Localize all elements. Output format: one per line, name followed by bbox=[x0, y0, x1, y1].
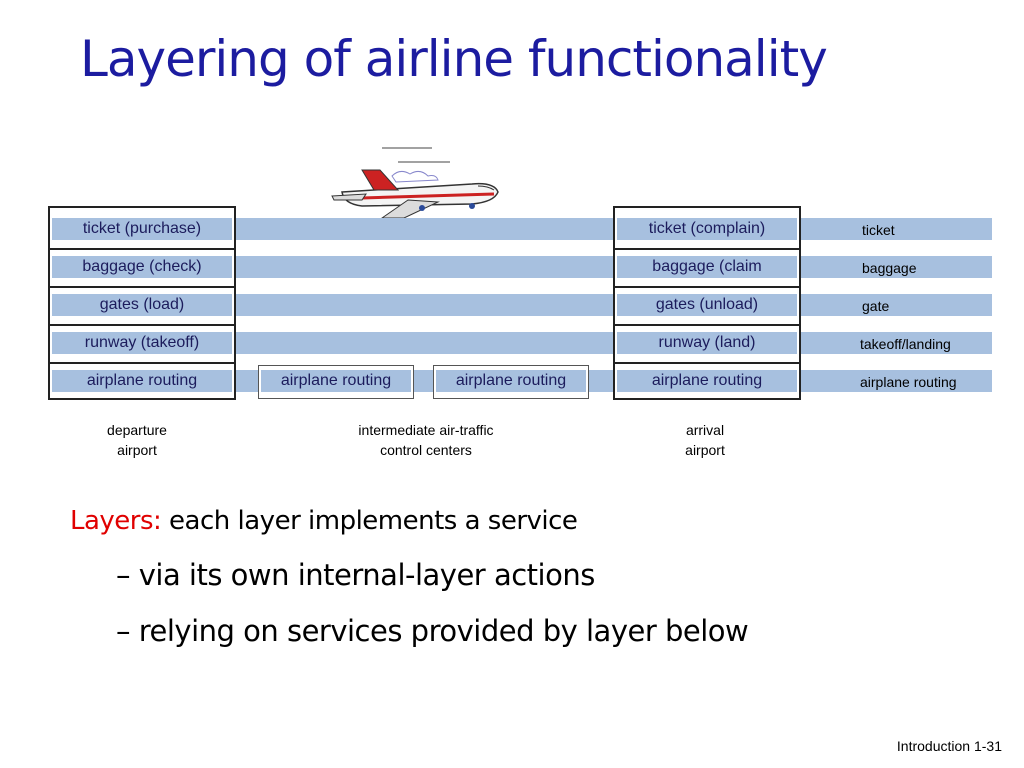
arrival-layer-ticket: ticket (complain) bbox=[617, 218, 797, 240]
stack-divider bbox=[50, 324, 234, 326]
bullet-2: – relying on services provided by layer … bbox=[116, 614, 749, 648]
stack-divider bbox=[615, 324, 799, 326]
stack-divider bbox=[50, 286, 234, 288]
arrival-airport-stack: ticket (complain) baggage (claim gates (… bbox=[613, 206, 801, 400]
departure-airport-stack: ticket (purchase) baggage (check) gates … bbox=[48, 206, 236, 400]
stack-divider bbox=[615, 286, 799, 288]
layer-label-baggage: baggage bbox=[862, 260, 917, 276]
stack-divider bbox=[50, 248, 234, 250]
layer-label-airplane-routing: airplane routing bbox=[860, 374, 957, 390]
layer-label-gate: gate bbox=[862, 298, 890, 314]
departure-layer-routing: airplane routing bbox=[52, 370, 232, 392]
departure-layer-ticket: ticket (purchase) bbox=[52, 218, 232, 240]
departure-layer-baggage: baggage (check) bbox=[52, 256, 232, 278]
departure-layer-gates: gates (load) bbox=[52, 294, 232, 316]
intermediate-routing-label: airplane routing bbox=[261, 370, 411, 392]
layers-description: each layer implements a service bbox=[161, 506, 578, 536]
slide-footer: Introduction 1-31 bbox=[896, 738, 1002, 754]
airplane-icon bbox=[331, 147, 499, 219]
departure-airport-caption: departure airport bbox=[107, 422, 167, 458]
layer-label-ticket: ticket bbox=[862, 222, 895, 238]
slide-title: Layering of airline functionality bbox=[80, 30, 828, 88]
arrival-layer-runway: runway (land) bbox=[617, 332, 797, 354]
arrival-layer-routing: airplane routing bbox=[617, 370, 797, 392]
bullet-1: – via its own internal-layer actions bbox=[116, 558, 595, 592]
departure-layer-runway: runway (takeoff) bbox=[52, 332, 232, 354]
stack-divider bbox=[615, 362, 799, 364]
intermediate-box-2: airplane routing bbox=[433, 365, 589, 399]
stack-divider bbox=[615, 248, 799, 250]
layer-label-takeoff-landing: takeoff/landing bbox=[860, 336, 951, 352]
layers-statement: Layers: each layer implements a service bbox=[70, 506, 578, 536]
intermediate-box-1: airplane routing bbox=[258, 365, 414, 399]
stack-divider bbox=[50, 362, 234, 364]
arrival-layer-gates: gates (unload) bbox=[617, 294, 797, 316]
arrival-layer-baggage: baggage (claim bbox=[617, 256, 797, 278]
arrival-airport-caption: arrival airport bbox=[685, 422, 725, 458]
intermediate-routing-label: airplane routing bbox=[436, 370, 586, 392]
intermediate-caption: intermediate air-traffic control centers bbox=[358, 422, 494, 458]
layers-keyword: Layers: bbox=[70, 506, 162, 536]
